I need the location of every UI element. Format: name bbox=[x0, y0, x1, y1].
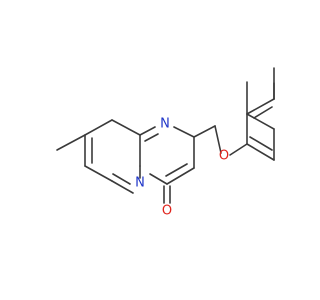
bond bbox=[149, 173, 168, 185]
bond bbox=[112, 173, 131, 185]
atom-label-o-ether: O bbox=[219, 149, 229, 164]
bond bbox=[84, 119, 113, 136]
bond bbox=[111, 119, 141, 136]
bond bbox=[214, 125, 222, 154]
bond bbox=[139, 126, 156, 136]
bond bbox=[56, 134, 86, 151]
bond bbox=[249, 136, 273, 151]
atom-labels: N N O O bbox=[135, 117, 229, 219]
bond bbox=[173, 126, 195, 138]
bond bbox=[193, 125, 216, 138]
bond bbox=[84, 165, 113, 182]
bond-layer bbox=[56, 67, 275, 204]
molecule-structure: N N O O bbox=[56, 67, 275, 219]
atom-label-n-bridgehead: N bbox=[135, 176, 145, 191]
bond bbox=[253, 106, 273, 119]
bond bbox=[144, 133, 159, 142]
bond bbox=[246, 113, 275, 130]
atom-label-n-pyrimidine: N bbox=[160, 117, 170, 132]
bond bbox=[246, 143, 275, 161]
bond bbox=[229, 143, 248, 156]
bond bbox=[111, 180, 134, 194]
atom-label-o-carbonyl: O bbox=[162, 204, 172, 219]
bond bbox=[165, 163, 188, 177]
bond bbox=[166, 167, 195, 185]
bond bbox=[246, 98, 275, 115]
